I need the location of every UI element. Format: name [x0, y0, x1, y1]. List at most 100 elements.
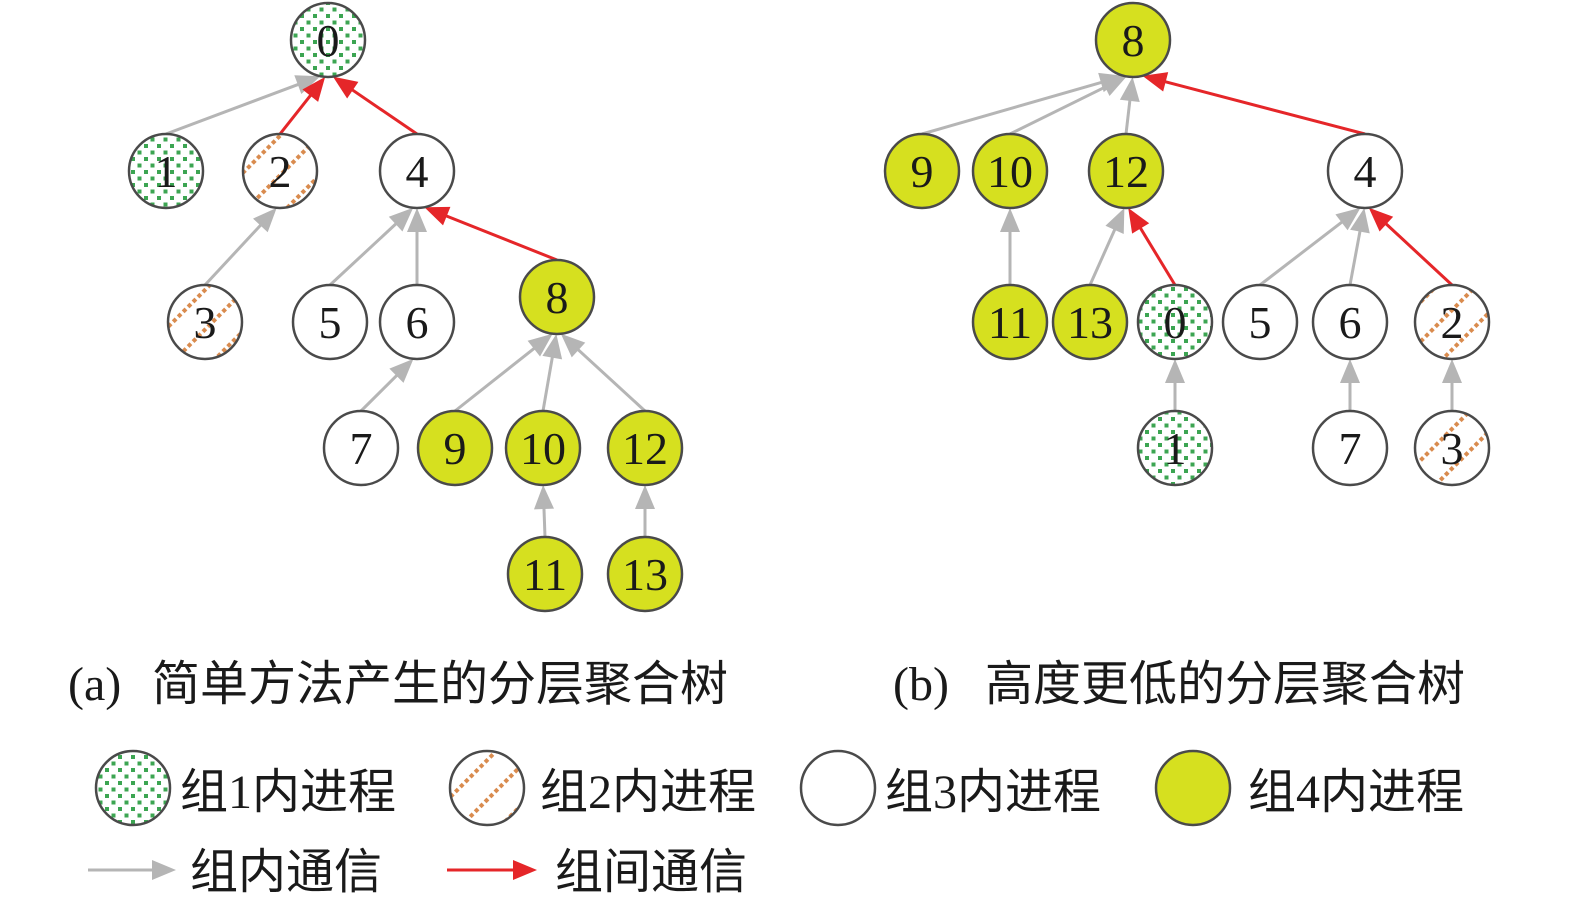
node-circle-group4	[518, 258, 596, 336]
node-label: 6	[1339, 297, 1362, 348]
node-circle-group1	[289, 1, 367, 79]
edge-arrowhead	[513, 860, 537, 880]
edge-line	[1137, 224, 1177, 286]
edge-arrowhead	[1340, 359, 1360, 383]
node-label: 5	[319, 297, 342, 348]
edge-b-4-to-8-inter	[1142, 72, 1366, 136]
node-circle-group3	[1311, 283, 1389, 361]
edge-arrowhead	[1119, 76, 1140, 102]
node-circle-group4	[504, 409, 582, 487]
legend-swatch-group4	[1154, 749, 1232, 827]
edge-arrowhead	[1335, 207, 1361, 231]
node-b-10: 10	[971, 132, 1049, 210]
edge-line	[1161, 79, 1366, 136]
node-a-3: 3	[166, 283, 244, 361]
edge-line	[1348, 227, 1363, 286]
node-label: 12	[1103, 146, 1149, 197]
node-a-10: 10	[504, 409, 582, 487]
edge-line	[359, 371, 401, 413]
caption-a-text: 简单方法产生的分层聚合树	[152, 658, 728, 711]
caption-a-tag: (a)	[68, 658, 121, 711]
edge-b-12-to-8-intra	[1119, 76, 1140, 135]
node-circle-group2	[1413, 409, 1491, 487]
node-circle-group3	[1221, 283, 1299, 361]
edge-a-13-to-12-intra	[635, 485, 655, 537]
edge-b-6-to-4-intra	[1348, 207, 1370, 286]
node-circle-group3	[378, 283, 456, 361]
node-circle-group2	[166, 283, 244, 361]
edge-a-3-to-2-intra	[203, 207, 277, 287]
edge-b-0-to-12-inter	[1128, 207, 1177, 286]
edge-a-5-to-4-intra	[328, 207, 414, 287]
node-label: 13	[622, 549, 668, 600]
legend-label-inter-group: 组间通信	[555, 846, 747, 899]
edge-arrowhead	[1165, 359, 1185, 383]
node-a-1: 1	[127, 132, 205, 210]
edge-arrowhead	[1000, 208, 1020, 232]
edge-line	[541, 353, 555, 412]
edge-b-13-to-12-intra	[1088, 207, 1125, 286]
node-circle-group4	[971, 283, 1049, 361]
node-label: 13	[1067, 297, 1113, 348]
caption-b-tag: (b)	[893, 658, 949, 711]
node-label: 9	[444, 423, 467, 474]
edge-arrowhead	[1368, 207, 1394, 232]
node-label: 1	[1164, 423, 1187, 474]
legend-arrow-inter	[447, 860, 537, 880]
node-b-3: 3	[1413, 409, 1491, 487]
node-label: 0	[317, 15, 340, 66]
edge-b-5-to-4-intra	[1259, 207, 1361, 287]
edge-arrowhead	[294, 75, 321, 94]
node-circle-group4	[1051, 283, 1129, 361]
node-a-0: 0	[289, 1, 367, 79]
edge-arrowhead	[635, 485, 655, 509]
edge-b-2-to-4-inter	[1368, 207, 1454, 287]
node-label: 7	[1339, 423, 1362, 474]
node-a-7: 7	[322, 409, 400, 487]
edge-arrowhead	[407, 208, 427, 232]
node-circle-group1	[127, 132, 205, 210]
edge-a-12-to-8-intra	[560, 333, 647, 413]
edge-line	[328, 220, 400, 287]
node-label: 6	[406, 297, 429, 348]
node-label: 8	[1122, 15, 1145, 66]
node-b-13: 13	[1051, 283, 1129, 361]
node-a-9: 9	[416, 409, 494, 487]
edge-b-1-to-0-intra	[1165, 359, 1185, 411]
node-label: 3	[194, 297, 217, 348]
node-label: 4	[1354, 146, 1377, 197]
edge-arrowhead	[560, 333, 586, 358]
node-circle-group3	[322, 409, 400, 487]
edge-line	[574, 346, 647, 413]
edge-line	[454, 344, 538, 413]
legend-swatch-group1	[94, 749, 172, 827]
edge-line	[1382, 220, 1454, 287]
tree-b-edges	[921, 72, 1462, 411]
edge-b-10-to-8-intra	[1009, 76, 1127, 136]
tree-a-edges	[165, 75, 655, 538]
node-circle-group3	[1311, 409, 1389, 487]
edge-a-4-to-0-inter	[332, 76, 418, 136]
node-a-11: 11	[506, 535, 584, 613]
edge-arrowhead	[389, 358, 414, 383]
legend-label-group1: 组1内进程	[180, 766, 396, 819]
node-b-12: 12	[1087, 132, 1165, 210]
node-b-2: 2	[1413, 283, 1491, 361]
node-circle-group4	[883, 132, 961, 210]
legend-label-group4: 组4内进程	[1248, 766, 1464, 819]
node-label: 1	[155, 146, 178, 197]
edge-arrowhead	[1442, 359, 1462, 383]
edge-line	[1124, 96, 1132, 135]
edge-a-11-to-10-intra	[534, 484, 554, 538]
node-circle-group4	[416, 409, 494, 487]
edge-b-11-to-10-intra	[1000, 208, 1020, 285]
node-circle-group4	[606, 535, 684, 613]
caption-a: (a) 简单方法产生的分层聚合树	[68, 658, 728, 711]
edge-arrowhead	[1350, 207, 1370, 234]
legend-label-intra-group: 组内通信	[190, 846, 382, 899]
node-a-5: 5	[291, 283, 369, 361]
edge-line	[442, 213, 558, 262]
